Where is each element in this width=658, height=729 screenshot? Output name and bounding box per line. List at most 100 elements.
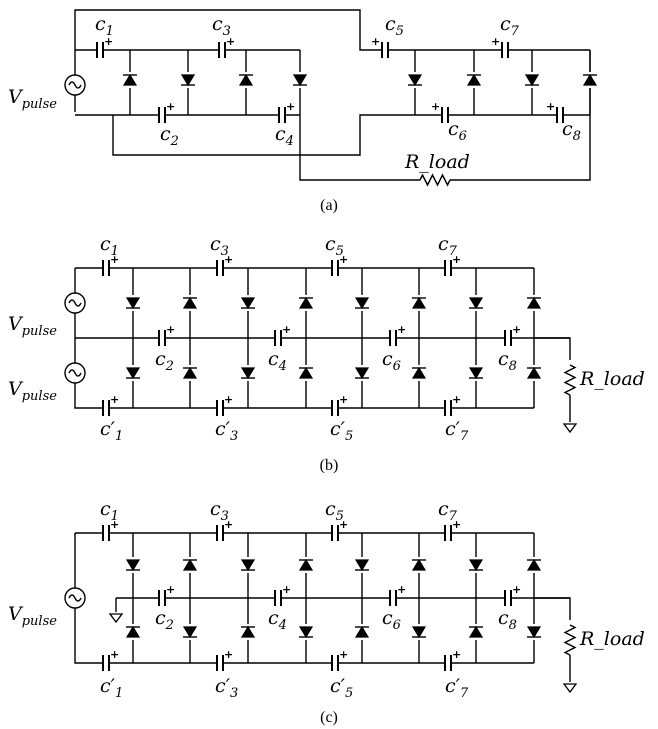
plus-sign: +	[512, 323, 521, 336]
label-bot-cap-1: c′3	[215, 675, 238, 701]
diode-triangle	[240, 625, 256, 638]
plus-sign: +	[431, 100, 440, 113]
diode-triangle	[122, 73, 138, 86]
label-mid-cap-2: c6	[382, 607, 401, 633]
diode-upper-2	[240, 557, 256, 573]
diode-lower-1	[182, 365, 198, 381]
capacitor-c4: +	[278, 100, 295, 123]
diode-triangle	[240, 297, 256, 310]
capacitor-gap	[446, 267, 450, 269]
plus-sign: +	[226, 35, 235, 48]
plus-sign: +	[371, 35, 380, 48]
capacitor-c6: +	[431, 100, 449, 123]
components-layer: ++++++++++++++++++++++++++++++++	[64, 35, 598, 694]
diode-upper-0	[125, 557, 141, 573]
label-main: c	[382, 348, 393, 370]
label-main: c	[500, 13, 511, 35]
diode-triangle	[468, 297, 484, 310]
label-subscript: 7	[449, 244, 458, 259]
diode-lower-3	[298, 365, 314, 381]
label-main: c′	[445, 675, 461, 697]
capacitor-gap	[333, 532, 337, 534]
capacitor-gap	[160, 597, 164, 599]
capacitor-top-0: +	[102, 518, 119, 541]
plus-sign: +	[452, 393, 461, 406]
diode-lower-0	[125, 624, 141, 640]
resistor-zigzag	[563, 364, 577, 396]
capacitor-mid-3: +	[504, 583, 521, 606]
diode-icon	[180, 72, 196, 88]
plus-sign: +	[512, 583, 521, 596]
plus-sign: +	[491, 35, 500, 48]
capacitor-mid-3: +	[504, 323, 521, 346]
capacitor-gap	[104, 407, 108, 409]
label-mid-cap-1: c4	[268, 607, 287, 633]
label-main: c′	[330, 675, 346, 697]
label-c4: c4	[275, 123, 294, 149]
sine-wave	[68, 81, 82, 89]
label-subscript: 1	[111, 509, 119, 524]
label-subscript: 1	[115, 686, 123, 701]
plus-sign: +	[339, 253, 348, 266]
capacitor-gap	[503, 49, 507, 51]
diode-triangle	[182, 366, 198, 379]
plus-sign: +	[110, 393, 119, 406]
diode-triangle	[292, 74, 308, 87]
capacitor-mid-0: +	[158, 323, 175, 346]
diode-upper-4	[354, 295, 370, 311]
diode-upper-6	[468, 557, 484, 573]
diode-lower-7	[526, 624, 542, 640]
label-top-cap-1: c3	[210, 233, 229, 259]
label-subscript: 1	[111, 244, 119, 259]
label-subscript: 6	[393, 618, 401, 633]
wire	[74, 533, 100, 664]
label-main: c′	[215, 418, 231, 440]
diode-triangle	[526, 296, 542, 309]
label-mid-cap-0: c2	[155, 348, 174, 374]
capacitor-c3: +	[218, 35, 235, 58]
label-main: c	[210, 498, 221, 520]
diode-upper-5	[411, 295, 427, 311]
ac-source-icon	[64, 587, 86, 609]
caption-c: (c)	[320, 709, 338, 726]
capacitor-c5: +	[371, 35, 389, 58]
diode-triangle	[468, 625, 484, 638]
label-c8: c8	[562, 118, 581, 144]
label-rload-a: R_load	[404, 151, 470, 173]
label-main: c	[212, 13, 223, 35]
diode-triangle	[298, 296, 314, 309]
label-subscript: 3	[221, 509, 229, 524]
capacitor-gap	[276, 337, 280, 339]
label-bot-cap-3: c′7	[445, 675, 469, 701]
diode-triangle	[468, 559, 484, 572]
label-top-cap-3: c7	[438, 498, 458, 524]
diode-triangle	[240, 367, 256, 380]
label-main: c	[448, 118, 459, 140]
label-bot-cap-2: c′5	[330, 418, 353, 444]
capacitor-bot-3: +	[444, 393, 461, 416]
label-top-cap-2: c5	[325, 498, 344, 524]
label-subscript: 5	[396, 24, 404, 39]
ac-source-icon-1	[64, 292, 86, 314]
label-c1: c1	[95, 13, 114, 39]
diode-upper-4	[354, 557, 370, 573]
capacitor-c8: +	[546, 100, 564, 123]
label-subscript: 3	[230, 686, 238, 701]
capacitor-gap	[280, 114, 284, 116]
diode-triangle	[298, 558, 314, 571]
capacitor-gap	[391, 597, 395, 599]
diode-triangle	[238, 73, 254, 86]
label-subscript: 5	[336, 509, 344, 524]
diode-icon	[238, 72, 254, 88]
label-subscript: 5	[345, 686, 353, 701]
label-subscript: 3	[223, 24, 231, 39]
label-main: c	[100, 233, 111, 255]
wire	[74, 9, 380, 51]
resistor-zigzag	[563, 624, 577, 656]
plus-sign: +	[452, 518, 461, 531]
diode-upper-0	[125, 295, 141, 311]
diode-upper-3	[298, 557, 314, 573]
label-c7: c7	[500, 13, 520, 39]
diode-triangle	[354, 367, 370, 380]
capacitor-gap	[446, 407, 450, 409]
